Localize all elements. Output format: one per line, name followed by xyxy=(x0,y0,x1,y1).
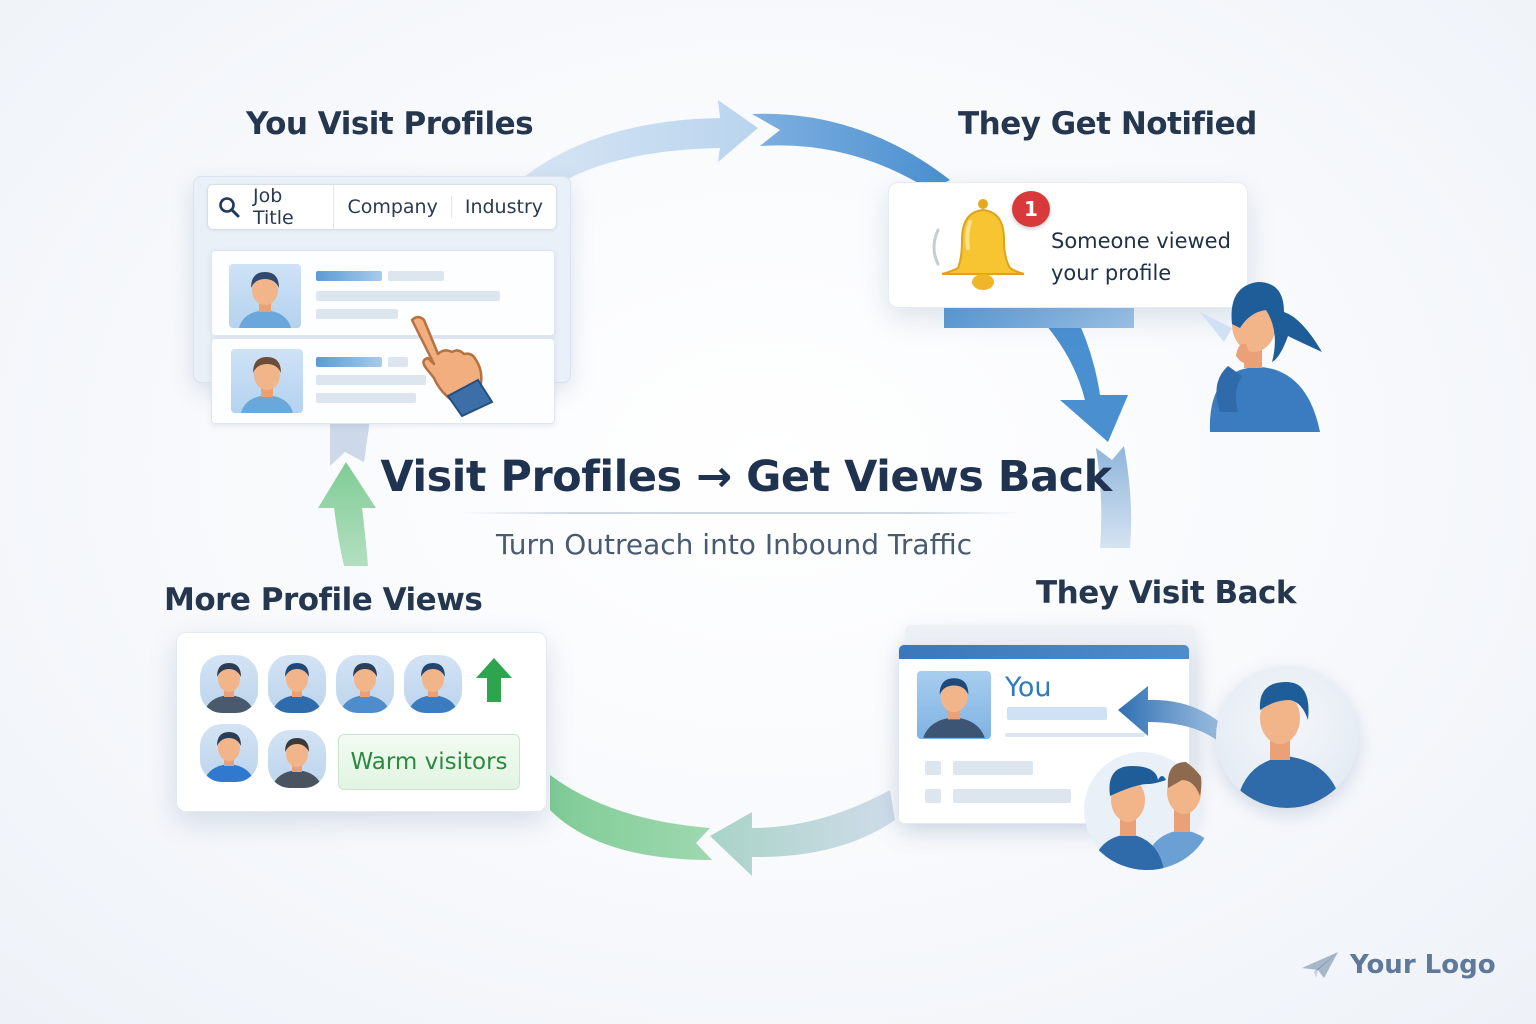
arrow-bottom-left xyxy=(550,775,712,860)
arrow-left-up xyxy=(318,462,376,566)
arrow-top-right xyxy=(752,113,950,190)
bell-icon xyxy=(926,198,1036,297)
stage-title-you-visit: You Visit Profiles xyxy=(246,106,534,142)
visit-back-arrow-icon xyxy=(1118,682,1248,756)
profile-name-you: You xyxy=(1005,672,1052,703)
logo-text: Your Logo xyxy=(1350,950,1496,980)
visitor-group-avatars xyxy=(1082,750,1212,870)
arrow-right-down xyxy=(1046,325,1128,442)
arrow-left-up-tail xyxy=(330,420,370,466)
visitor-avatar-large xyxy=(1216,666,1358,808)
woman-thinking-icon xyxy=(1180,272,1340,436)
notification-line-1: Someone viewed xyxy=(1051,229,1231,253)
avatar xyxy=(231,349,303,413)
your-avatar xyxy=(917,671,991,739)
visitor-avatar xyxy=(268,655,326,713)
warm-visitors-tag: Warm visitors xyxy=(338,734,520,790)
stage-title-more-views: More Profile Views xyxy=(164,582,483,618)
search-result-row[interactable] xyxy=(211,338,555,424)
notification-count-badge: 1 xyxy=(1012,191,1050,227)
notification-text: Someone viewed your profile xyxy=(1051,225,1231,289)
visitor-avatar xyxy=(200,655,258,713)
arrow-bottom-right xyxy=(710,790,895,876)
diagram-title: Visit Profiles → Get Views Back xyxy=(380,452,1112,502)
visitor-avatar xyxy=(336,655,394,713)
brand-logo: Your Logo xyxy=(1300,950,1496,980)
filter-industry[interactable]: Industry xyxy=(464,196,543,218)
visitor-avatar xyxy=(404,655,462,713)
pointing-hand-icon xyxy=(400,312,495,421)
arrow-right-lower xyxy=(1096,446,1132,548)
paper-plane-icon xyxy=(1300,950,1340,980)
up-arrow-icon xyxy=(474,656,514,708)
search-bar[interactable]: Job Title Company Industry xyxy=(207,184,557,230)
search-result-row[interactable] xyxy=(211,250,555,336)
filter-job-title[interactable]: Job Title xyxy=(240,185,335,229)
arrow-top-left xyxy=(525,100,758,190)
your-profile-card[interactable] xyxy=(898,644,1190,824)
stage-title-they-visit-back: They Visit Back xyxy=(1036,575,1297,611)
visitor-avatar xyxy=(200,724,258,782)
notification-line-2: your profile xyxy=(1051,261,1172,285)
diagram-subtitle: Turn Outreach into Inbound Traffic xyxy=(495,528,973,561)
filter-company[interactable]: Company xyxy=(334,196,452,218)
visitor-avatar xyxy=(268,730,326,788)
stage-title-they-notified: They Get Notified xyxy=(958,106,1257,142)
title-divider xyxy=(460,512,1024,514)
avatar xyxy=(229,264,301,328)
search-icon xyxy=(218,196,240,218)
notification-card[interactable] xyxy=(888,182,1248,308)
